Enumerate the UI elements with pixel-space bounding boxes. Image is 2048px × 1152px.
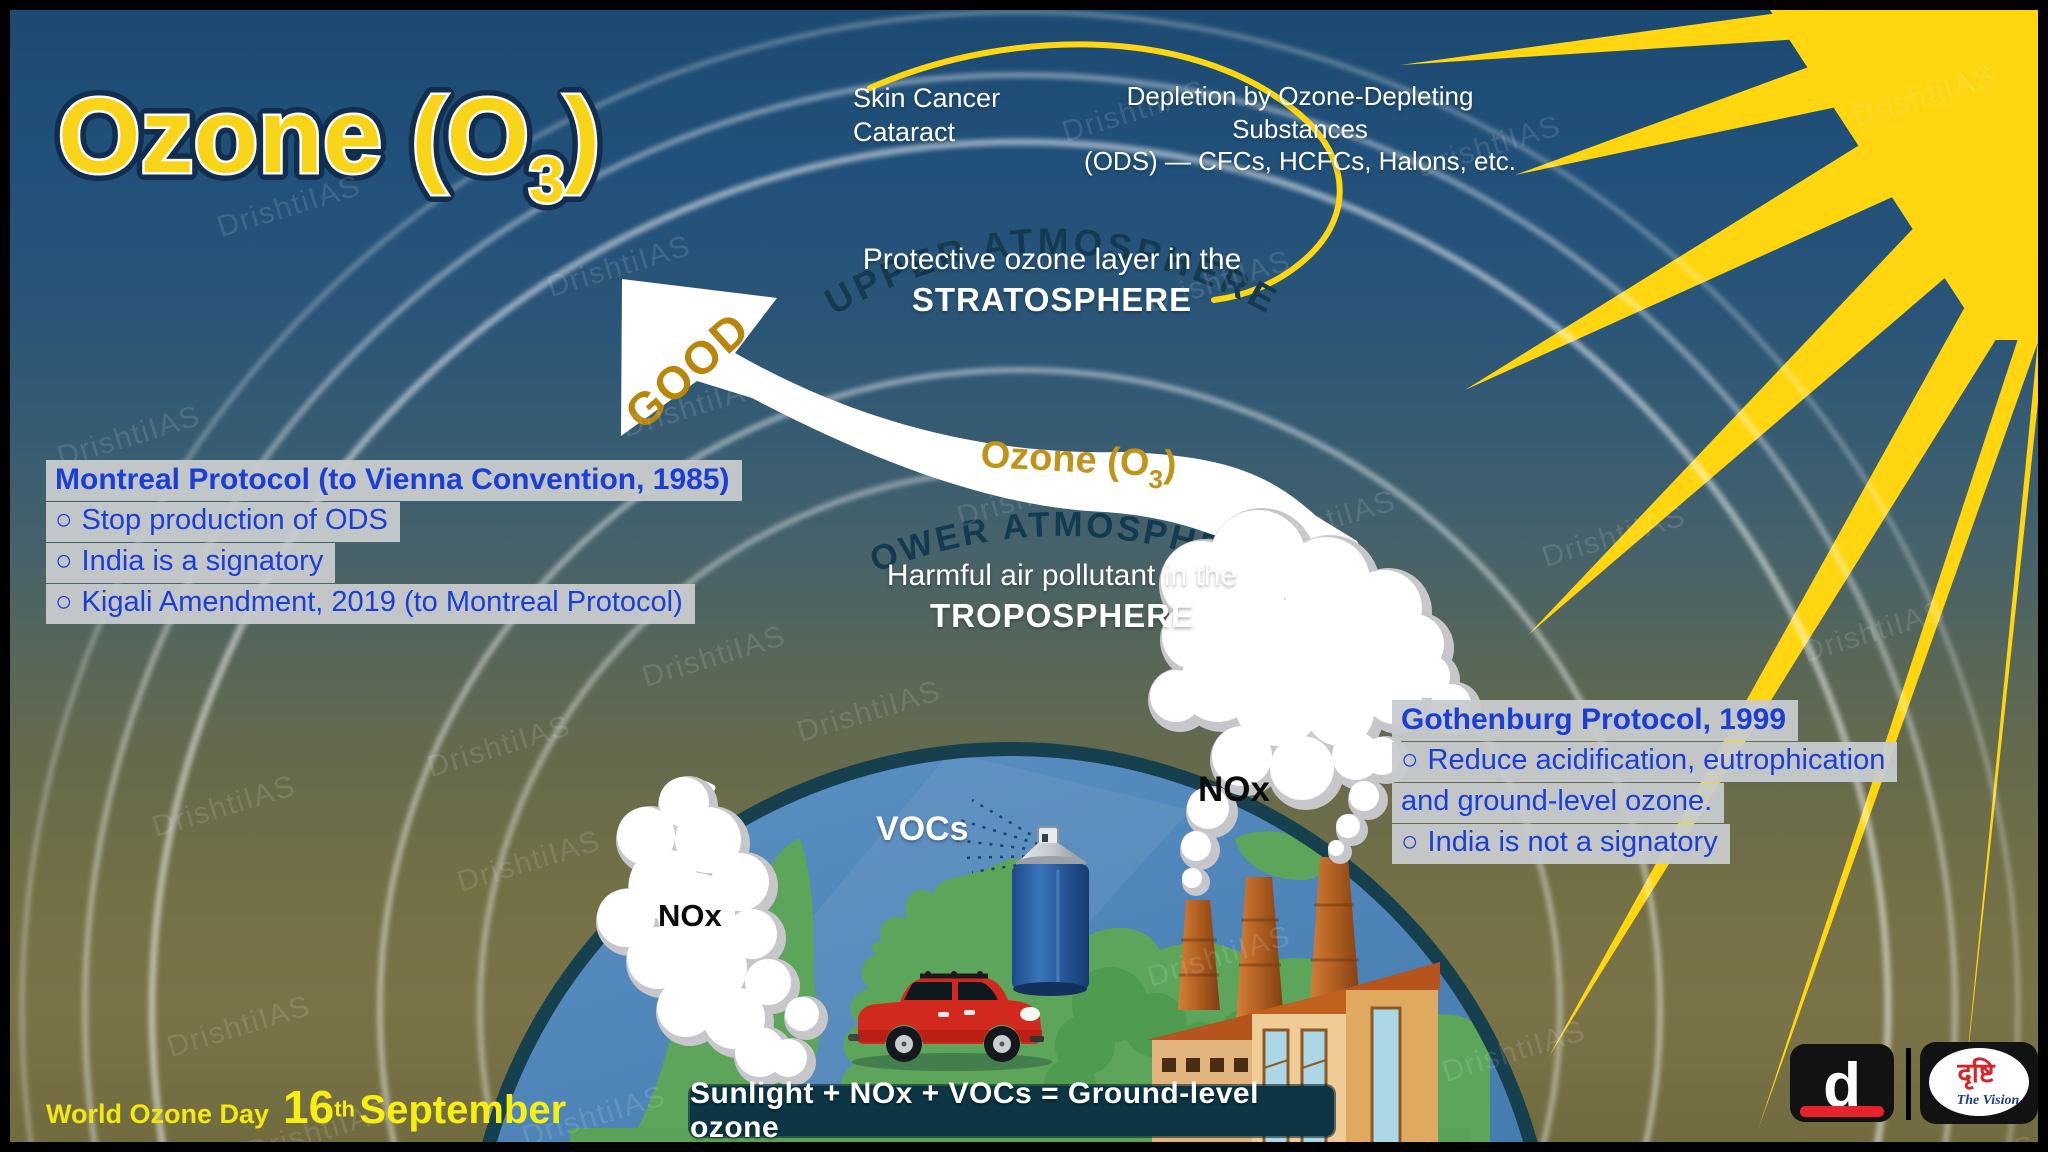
svg-text:Ozone (O3): Ozone (O3) bbox=[58, 77, 600, 216]
svg-text:The Vision: The Vision bbox=[1957, 1093, 2020, 1108]
brand-logos: d दृष्टि The Vision bbox=[1790, 1042, 2038, 1124]
depletion-note: Depletion by Ozone-Depleting Substances … bbox=[1084, 81, 1516, 176]
gothenburg-title: Gothenburg Protocol, 1999 bbox=[1392, 700, 1799, 741]
montreal-protocol-box: Montreal Protocol (to Vienna Convention,… bbox=[46, 460, 742, 625]
artwork: GOOD BAD Ozone (O3) UPPER ATMOSPHERE LOW… bbox=[10, 10, 2038, 1142]
depletion-swoosh-arrow bbox=[867, 41, 1343, 303]
bullet-icon: ○ bbox=[1401, 744, 1419, 776]
car-icon bbox=[848, 971, 1052, 1071]
drishti-vision-logo: दृष्टि bbox=[1956, 1057, 1995, 1090]
gothenburg-protocol-box: Gothenburg Protocol, 1999 ○Reduce acidif… bbox=[1392, 700, 1898, 865]
world-ozone-day-footer: World Ozone Day 16th September bbox=[46, 1081, 567, 1133]
bullet-icon: ○ bbox=[1401, 825, 1419, 858]
upper-atmosphere-caption: Protective ozone layer in the STRATOSPHE… bbox=[852, 242, 1252, 319]
earth-rim bbox=[482, 742, 1538, 1142]
troposphere-label: TROPOSPHERE bbox=[929, 597, 1195, 634]
effect-cataract: Cataract bbox=[853, 116, 956, 147]
logo-divider bbox=[1906, 1048, 1911, 1120]
spray-can-icon bbox=[955, 798, 1089, 996]
lower-atmosphere-caption: Harmful air pollutant in the TROPOSPHERE bbox=[862, 558, 1262, 635]
svg-text:Ozone (O3): Ozone (O3) bbox=[58, 77, 600, 216]
vocs-label: VOCs bbox=[876, 810, 969, 848]
stratosphere-label: STRATOSPHERE bbox=[911, 281, 1193, 318]
bullet-icon: ○ bbox=[55, 585, 73, 618]
arrow-ozone-label: Ozone (O3) bbox=[979, 434, 1177, 495]
page-title: Ozone (O3) Ozone (O3) bbox=[50, 69, 608, 224]
bullet-icon: ○ bbox=[55, 544, 73, 577]
good-bad-arrow bbox=[621, 279, 1432, 681]
effect-skin-cancer: Skin Cancer bbox=[853, 83, 1001, 113]
smoke-cloud-left-icon bbox=[596, 776, 828, 1086]
ground-level-ozone-banner: Sunlight + NOx + VOCs = Ground-level ozo… bbox=[690, 1077, 1334, 1142]
health-effects-note: Skin Cancer Cataract bbox=[853, 82, 1000, 150]
smoke-cloud-right-icon bbox=[1148, 508, 1481, 896]
bullet-icon: ○ bbox=[55, 504, 73, 536]
atmosphere-arcs bbox=[19, 10, 2021, 1142]
montreal-title: Montreal Protocol (to Vienna Convention,… bbox=[46, 460, 742, 501]
nox-right-label: NOx bbox=[1198, 770, 1270, 809]
nox-left-label: NOx bbox=[658, 898, 722, 933]
